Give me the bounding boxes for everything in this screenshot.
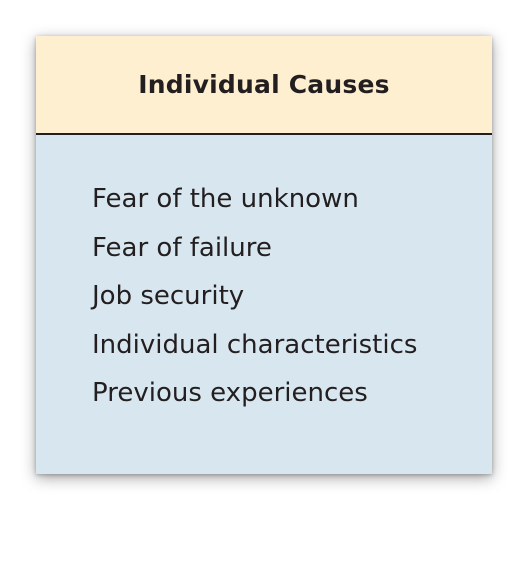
individual-causes-card: Individual Causes Fear of the unknown Fe… — [36, 36, 492, 474]
cause-list: Fear of the unknown Fear of failure Job … — [92, 175, 492, 418]
card-title: Individual Causes — [138, 70, 390, 99]
cause-item: Fear of failure — [92, 232, 272, 263]
cause-item: Individual characteristics — [92, 329, 418, 360]
cause-item: Job security — [92, 281, 245, 311]
cause-item: Previous experiences — [92, 378, 368, 408]
card-body: Fear of the unknown Fear of failure Job … — [36, 135, 492, 418]
cause-item: Fear of the unknown — [92, 184, 359, 214]
card-header: Individual Causes — [36, 36, 492, 135]
